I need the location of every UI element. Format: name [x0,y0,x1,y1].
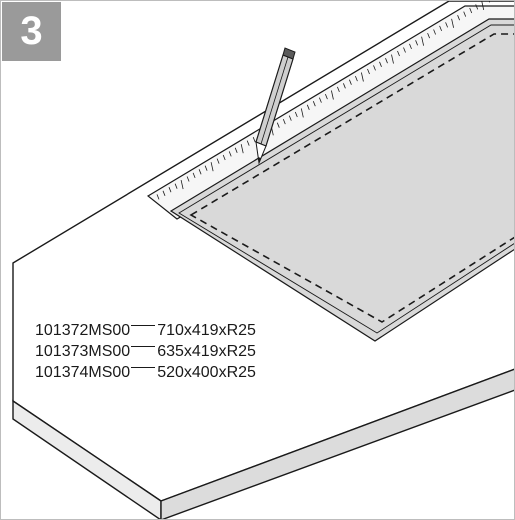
ruler-tick [276,122,280,128]
ruler-tick [397,50,400,57]
model-code: 101373MS00 [35,343,131,360]
ruler-tick [385,58,388,64]
ruler-tick [240,144,244,154]
leader-line [131,325,156,326]
spec-row-1: 101372MS00 710x419xR25 [35,320,256,341]
ruler-tick [451,18,454,28]
ruler-tick [312,101,316,107]
ruler-tick [210,162,214,172]
ruler-tick [457,15,460,21]
ruler-tick [469,7,473,14]
step-number-badge: 3 [2,2,61,61]
ruler-tick [391,54,394,64]
ruler-tick [379,61,382,67]
ruler-tick [198,169,202,175]
sink-size-list: 101372MS00 710x419xR25 101373MS00 635x41… [35,320,256,383]
ruler-tick [192,172,196,179]
ruler-tick [319,97,322,103]
ruler-tick [367,68,370,75]
ruler-tick [488,1,491,3]
ruler-tick [180,180,184,190]
ruler-tick [373,65,376,71]
ruler-tick [403,47,406,53]
cutout-size: 710x419xR25 [157,322,256,339]
ruler-tick [433,29,436,35]
spec-row-3: 101374MS00 520x400xR25 [35,362,256,383]
ruler-tick [355,75,358,82]
cut-outline [189,33,514,323]
model-code: 101374MS00 [35,364,131,381]
spec-row-2: 101373MS00 635x419xR25 [35,341,256,362]
ruler-tick [463,11,467,17]
ruler-tick [445,22,448,28]
countertop-side-edge [160,368,514,519]
countertop-front-edge [12,399,162,519]
ruler-tick [331,90,334,100]
ruler-tick [228,151,232,157]
ruler-tick [475,4,479,10]
ruler-tick [300,108,304,118]
sink-template-inner-border [178,24,514,334]
ruler-tick [162,190,166,196]
leader-line [131,346,156,347]
ruler-tick [409,43,412,50]
ruler-tick [294,111,298,118]
ruler-tick [306,104,310,110]
ruler-tick [282,118,286,125]
ruler-tick [421,36,424,46]
ruler-tick [204,165,208,171]
ruler-tick [337,86,340,93]
ruler-tick [427,32,430,39]
ruler-tick [174,183,178,189]
cutout-size: 635x419xR25 [157,343,256,360]
ruler-tick [361,72,364,82]
ruler-tick [234,147,238,153]
ruler-tick [156,194,160,200]
ruler-tick [222,154,226,161]
cutout-size: 520x400xR25 [157,364,256,381]
model-code: 101372MS00 [35,322,131,339]
ruler-tick [252,136,256,143]
ruler-tick [246,140,250,146]
ruler-tick [349,79,352,85]
ruler-tick [415,40,418,46]
ruler-tick [168,187,172,193]
ruler-tick [439,25,442,32]
ruler-tick [481,1,485,10]
ruler-tick [343,83,346,89]
leader-line [131,367,156,368]
ruler-tick [325,93,328,100]
ruler-tick [216,158,220,164]
ruler-tick [288,115,292,121]
pencil-icon [255,47,296,165]
ruler-tick [186,176,190,182]
